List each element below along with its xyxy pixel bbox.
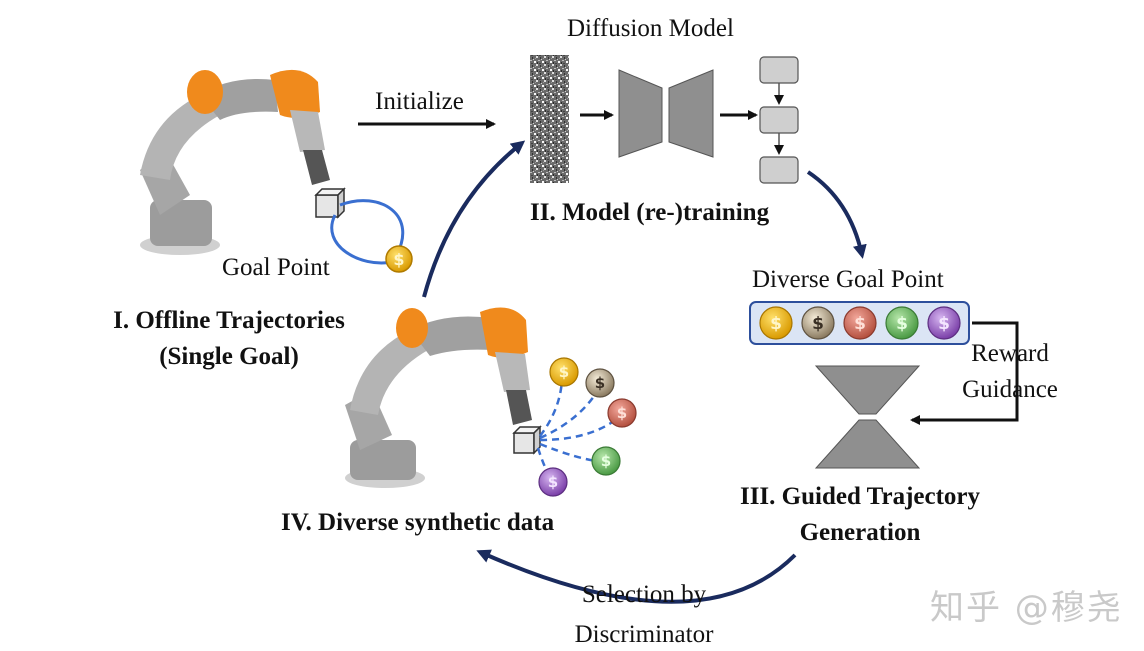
diverse-goal-point-label: Diverse Goal Point — [752, 266, 944, 293]
watermark: 知乎 @穆尧 — [930, 588, 1123, 628]
guided-generator-icon — [814, 365, 921, 469]
svg-text:$: $ — [896, 314, 908, 334]
guided-trajectory-title: III. Guided Trajectory — [739, 483, 981, 510]
svg-text:$: $ — [601, 452, 611, 470]
noise-image — [530, 55, 569, 183]
svg-text:$: $ — [393, 250, 404, 269]
robot-arm-synthetic — [345, 307, 542, 488]
guided-generation-subtitle: Generation — [799, 519, 921, 546]
offline-single-goal-subtitle: (Single Goal) — [159, 343, 299, 370]
svg-text:$: $ — [559, 363, 569, 381]
goal-point-label: Goal Point — [222, 254, 330, 281]
reward-label: Reward — [971, 340, 1049, 367]
reward-guidance-line — [910, 321, 1019, 425]
offline-trajectories — [330, 199, 405, 265]
model-training-label: II. Model (re-)training — [530, 199, 770, 226]
diverse-goal-coins: $ $ $ $ $ — [759, 306, 961, 340]
denoise-steps-icon — [759, 56, 799, 184]
svg-text:$: $ — [770, 314, 782, 334]
svg-text:$: $ — [938, 314, 950, 334]
unet-icon — [618, 69, 714, 158]
discriminator-label: Discriminator — [574, 621, 714, 648]
selection-label: Selection by — [581, 581, 707, 608]
guidance-label: Guidance — [962, 376, 1058, 403]
diffusion-model-label: Diffusion Model — [567, 15, 734, 42]
svg-text:$: $ — [617, 404, 627, 422]
offline-trajectories-title: I. Offline Trajectories — [113, 307, 345, 334]
cycle-arrow-to-guided — [806, 170, 867, 259]
cycle-arrow-to-training — [422, 140, 526, 298]
svg-text:$: $ — [812, 314, 824, 334]
svg-text:$: $ — [595, 374, 605, 392]
cycle-arrow-to-synthetic — [476, 549, 797, 604]
svg-text:$: $ — [854, 314, 866, 334]
initialize-label: Initialize — [375, 88, 464, 115]
goal-coin-icon: $ — [385, 245, 413, 273]
robot-arm-offline — [140, 69, 346, 255]
svg-text:$: $ — [548, 473, 558, 491]
synthetic-goal-coins: $ $ $ $ $ — [538, 357, 637, 497]
synthetic-data-label: IV. Diverse synthetic data — [281, 509, 555, 536]
